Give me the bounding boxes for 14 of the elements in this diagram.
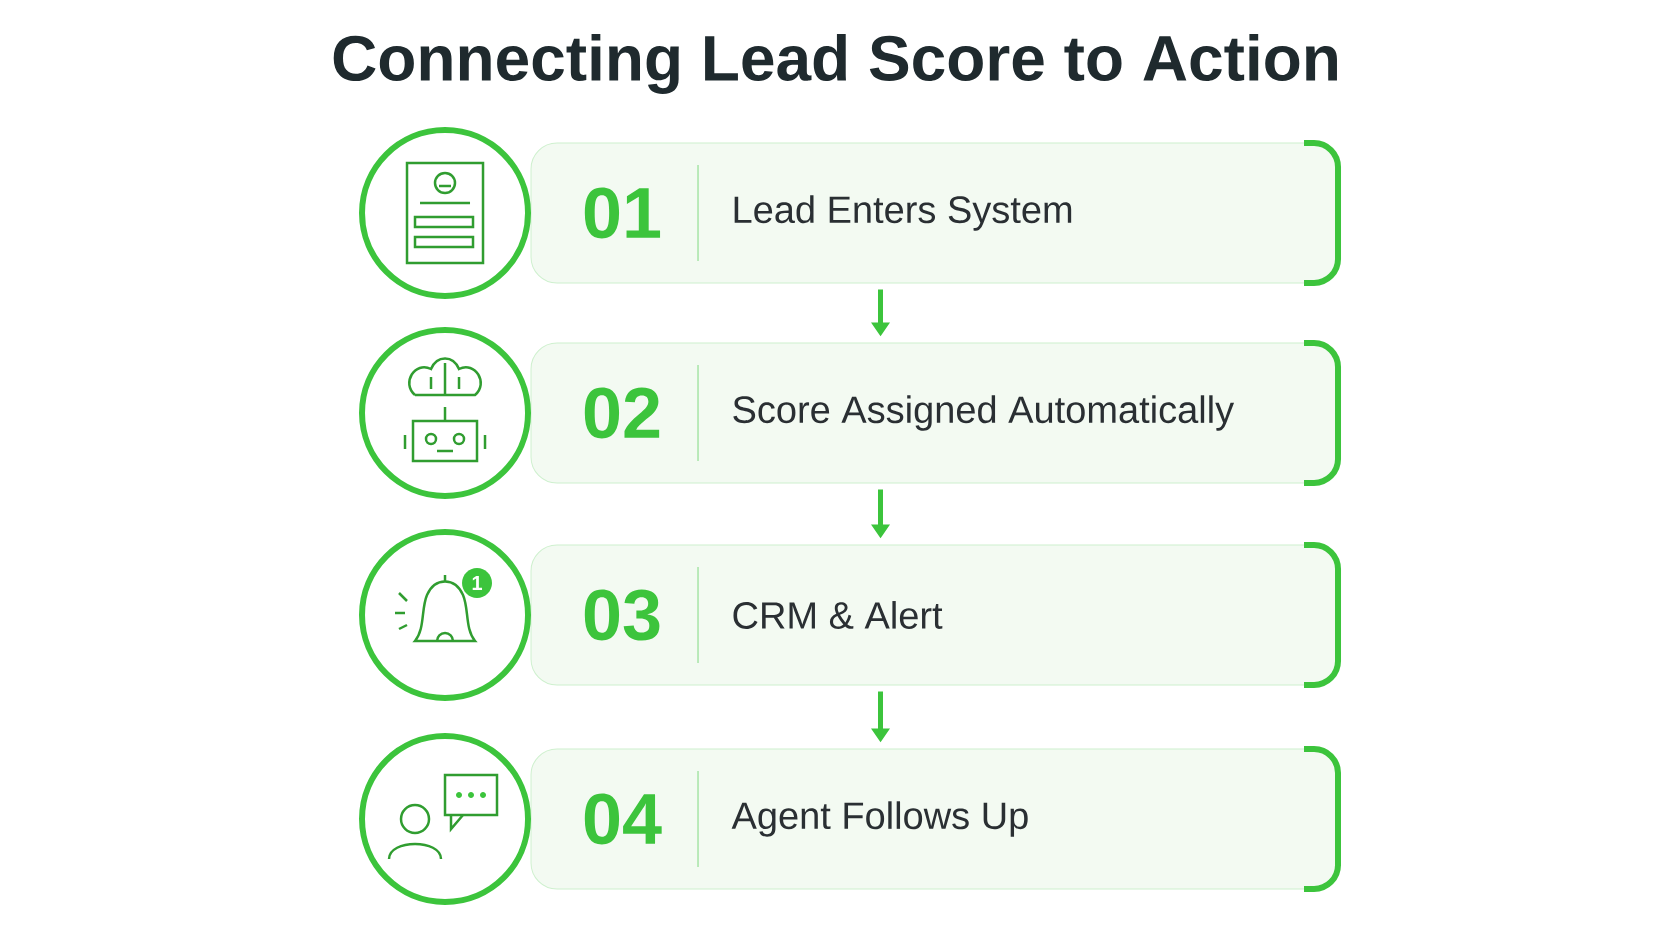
step-number: 02 <box>584 387 660 439</box>
step-label: Lead Enters System <box>734 195 1072 231</box>
step-card <box>530 746 1341 892</box>
step-label: Score Assigned Automatically <box>733 395 1235 431</box>
title: Connecting Lead Score to Action <box>333 34 1337 94</box>
notification-badge: 1 <box>462 568 492 598</box>
step-card <box>530 140 1341 286</box>
step-card <box>530 542 1341 688</box>
step-label: CRM & Alert <box>733 601 943 629</box>
step-card <box>530 340 1341 486</box>
step-number: 03 <box>584 589 660 641</box>
step-number: 01 <box>584 187 661 239</box>
step-label: Agent Follows Up <box>731 801 1028 837</box>
step-number: 04 <box>584 793 662 845</box>
